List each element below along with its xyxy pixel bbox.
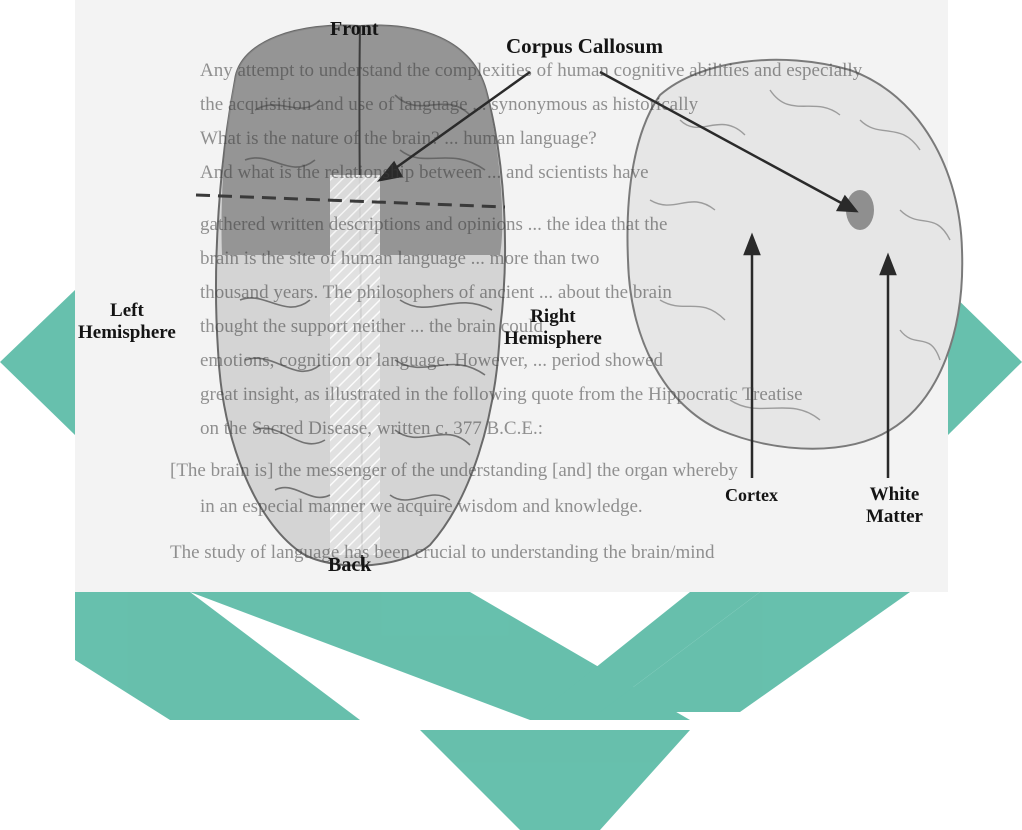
background-text-line: Any attempt to understand the complexiti… — [200, 60, 862, 82]
background-text-line: What is the nature of the brain? ... hum… — [200, 128, 597, 150]
label-left-hemisphere: Left Hemisphere — [78, 300, 176, 344]
background-text-line: brain is the site of human language ... … — [200, 248, 599, 270]
label-white-matter-line1: White — [866, 484, 923, 506]
background-text-line: [The brain is] the messenger of the unde… — [170, 460, 738, 482]
label-white-matter: White Matter — [866, 484, 923, 528]
label-cortex: Cortex — [725, 485, 778, 506]
label-right-hemisphere: Right Hemisphere — [504, 306, 602, 350]
label-left-hemisphere-line2: Hemisphere — [78, 322, 176, 344]
background-text-line: The study of language has been crucial t… — [170, 542, 715, 564]
label-left-hemisphere-line1: Left — [78, 300, 176, 322]
label-right-hemisphere-line1: Right — [504, 306, 602, 328]
background-text-line: the acquisition and use of language ... … — [200, 94, 698, 116]
label-front: Front — [330, 18, 379, 41]
background-text-line: on the Sacred Disease, written c. 377 B.… — [200, 418, 543, 440]
background-text-line: thousand years. The philosophers of anci… — [200, 282, 672, 304]
background-text-line: in an especial manner we acquire wisdom … — [200, 496, 643, 518]
background-text-line: gathered written descriptions and opinio… — [200, 214, 668, 236]
label-white-matter-line2: Matter — [866, 506, 923, 528]
background-text-line: thought the support neither ... the brai… — [200, 316, 543, 338]
label-right-hemisphere-line2: Hemisphere — [504, 328, 602, 350]
background-text-line: And what is the relationship between ...… — [200, 162, 649, 184]
background-text-line: great insight, as illustrated in the fol… — [200, 384, 803, 406]
label-back: Back — [328, 554, 371, 577]
label-corpus-callosum: Corpus Callosum — [506, 34, 663, 58]
background-text-line: emotions, cognition or language. However… — [200, 350, 663, 372]
